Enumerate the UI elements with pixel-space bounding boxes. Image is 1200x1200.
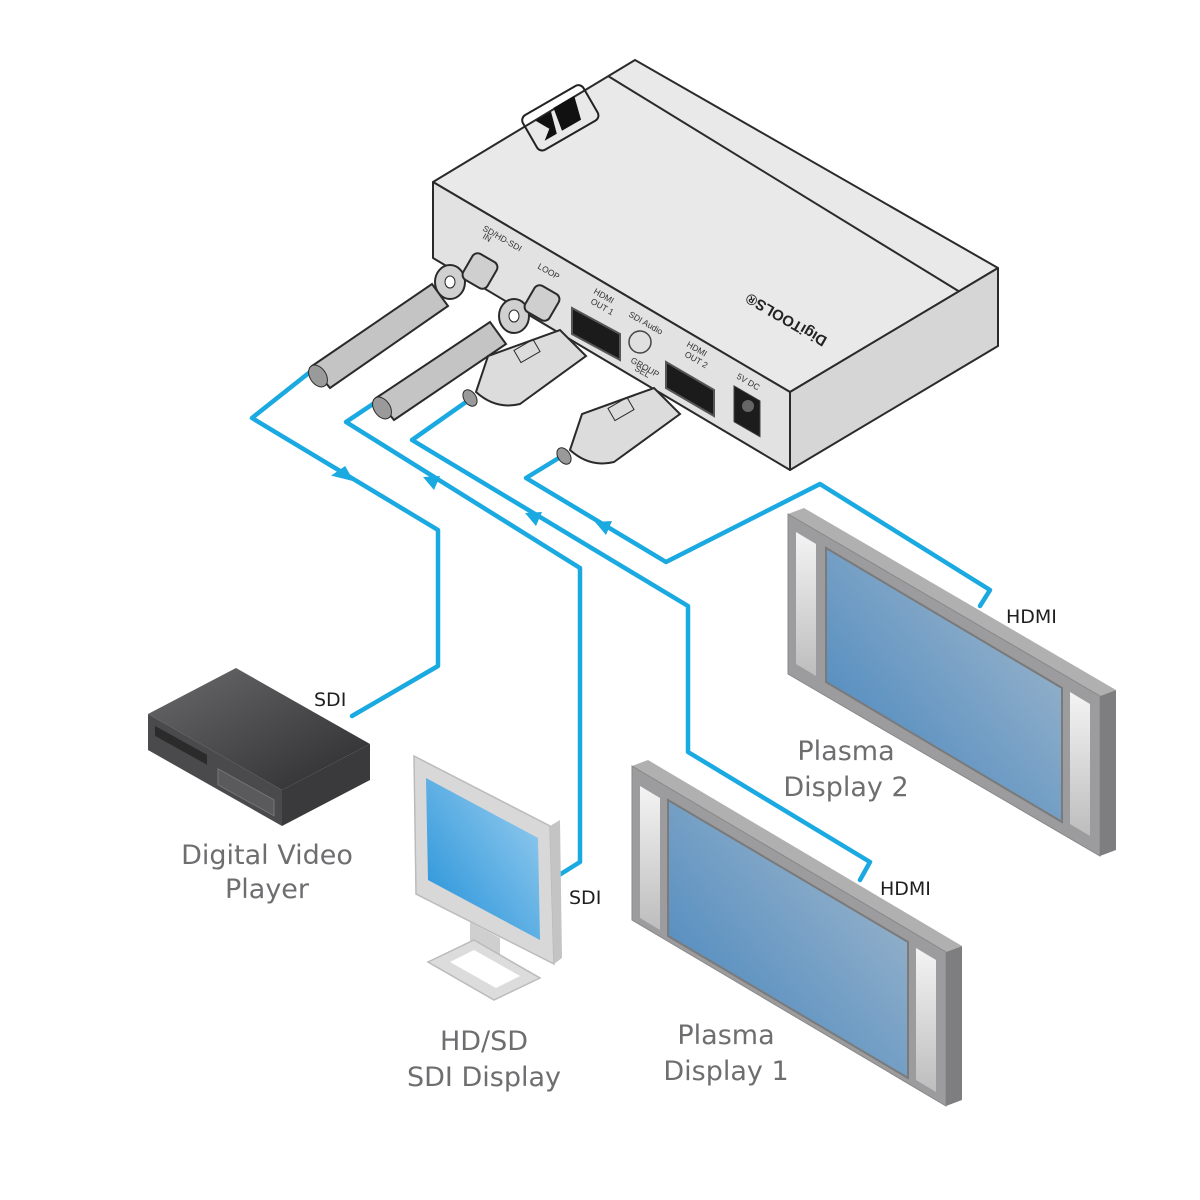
device-label-sdi-display-line2: SDI Display	[407, 1062, 561, 1093]
cable-label-sdi-display: SDI	[569, 887, 601, 909]
hd-sd-sdi-display: SDI HD/SD SDI Display	[407, 754, 601, 1093]
digitools-device: DigiTOOLS® SD/HD-SDI IN LOOP HDMI OUT 1 …	[308, 59, 999, 471]
device-label-plasma1-line2: Display 1	[663, 1056, 788, 1087]
arrow-down-icon	[525, 512, 542, 526]
bnc-in-port	[434, 252, 499, 300]
digital-video-player: SDI Digital Video Player	[148, 668, 370, 905]
plasma-display-icon	[631, 760, 962, 1107]
cable-label-hdmi-plasma1: HDMI	[880, 878, 931, 900]
device-label-plasma1-line1: Plasma	[677, 1020, 774, 1051]
bnc-plug-loop	[372, 320, 508, 422]
device-label-sdi-display-line1: HD/SD	[440, 1026, 528, 1057]
audio-group-selector	[628, 330, 652, 354]
arrow-down-icon	[423, 476, 440, 490]
device-label-dvp-line1: Digital Video	[181, 840, 353, 871]
cables	[249, 369, 993, 883]
device-label-plasma2-line2: Display 2	[783, 772, 908, 803]
hdmi-plug-out1	[462, 328, 588, 407]
device-label-dvp-line2: Player	[225, 874, 310, 905]
cable-sdi-in	[249, 369, 441, 719]
video-player-icon	[148, 668, 370, 826]
cable-sdi-loop	[343, 399, 583, 880]
plasma-display-1: HDMI Plasma Display 1	[631, 760, 962, 1107]
plasma-display-2: HDMI Plasma Display 2	[783, 508, 1116, 857]
monitor-icon	[413, 754, 562, 1001]
plasma-display-icon	[787, 508, 1116, 857]
cable-hdmi-out1	[409, 399, 873, 883]
bnc-loop-port	[498, 284, 561, 334]
hdmi-out1-port	[571, 306, 621, 362]
device-label-plasma2-line1: Plasma	[797, 736, 894, 767]
bnc-plug-in	[308, 282, 450, 390]
hdmi-plug-out2	[556, 386, 682, 465]
hdmi-out2-port	[665, 360, 715, 418]
cable-label-hdmi-plasma2: HDMI	[1006, 606, 1057, 628]
kramer-logo-icon	[521, 84, 600, 152]
arrow-down-icon	[595, 521, 612, 535]
cable-label-sdi-player: SDI	[314, 689, 346, 711]
cable-hdmi-out2	[523, 453, 993, 609]
arrow-up-icon	[331, 466, 354, 482]
